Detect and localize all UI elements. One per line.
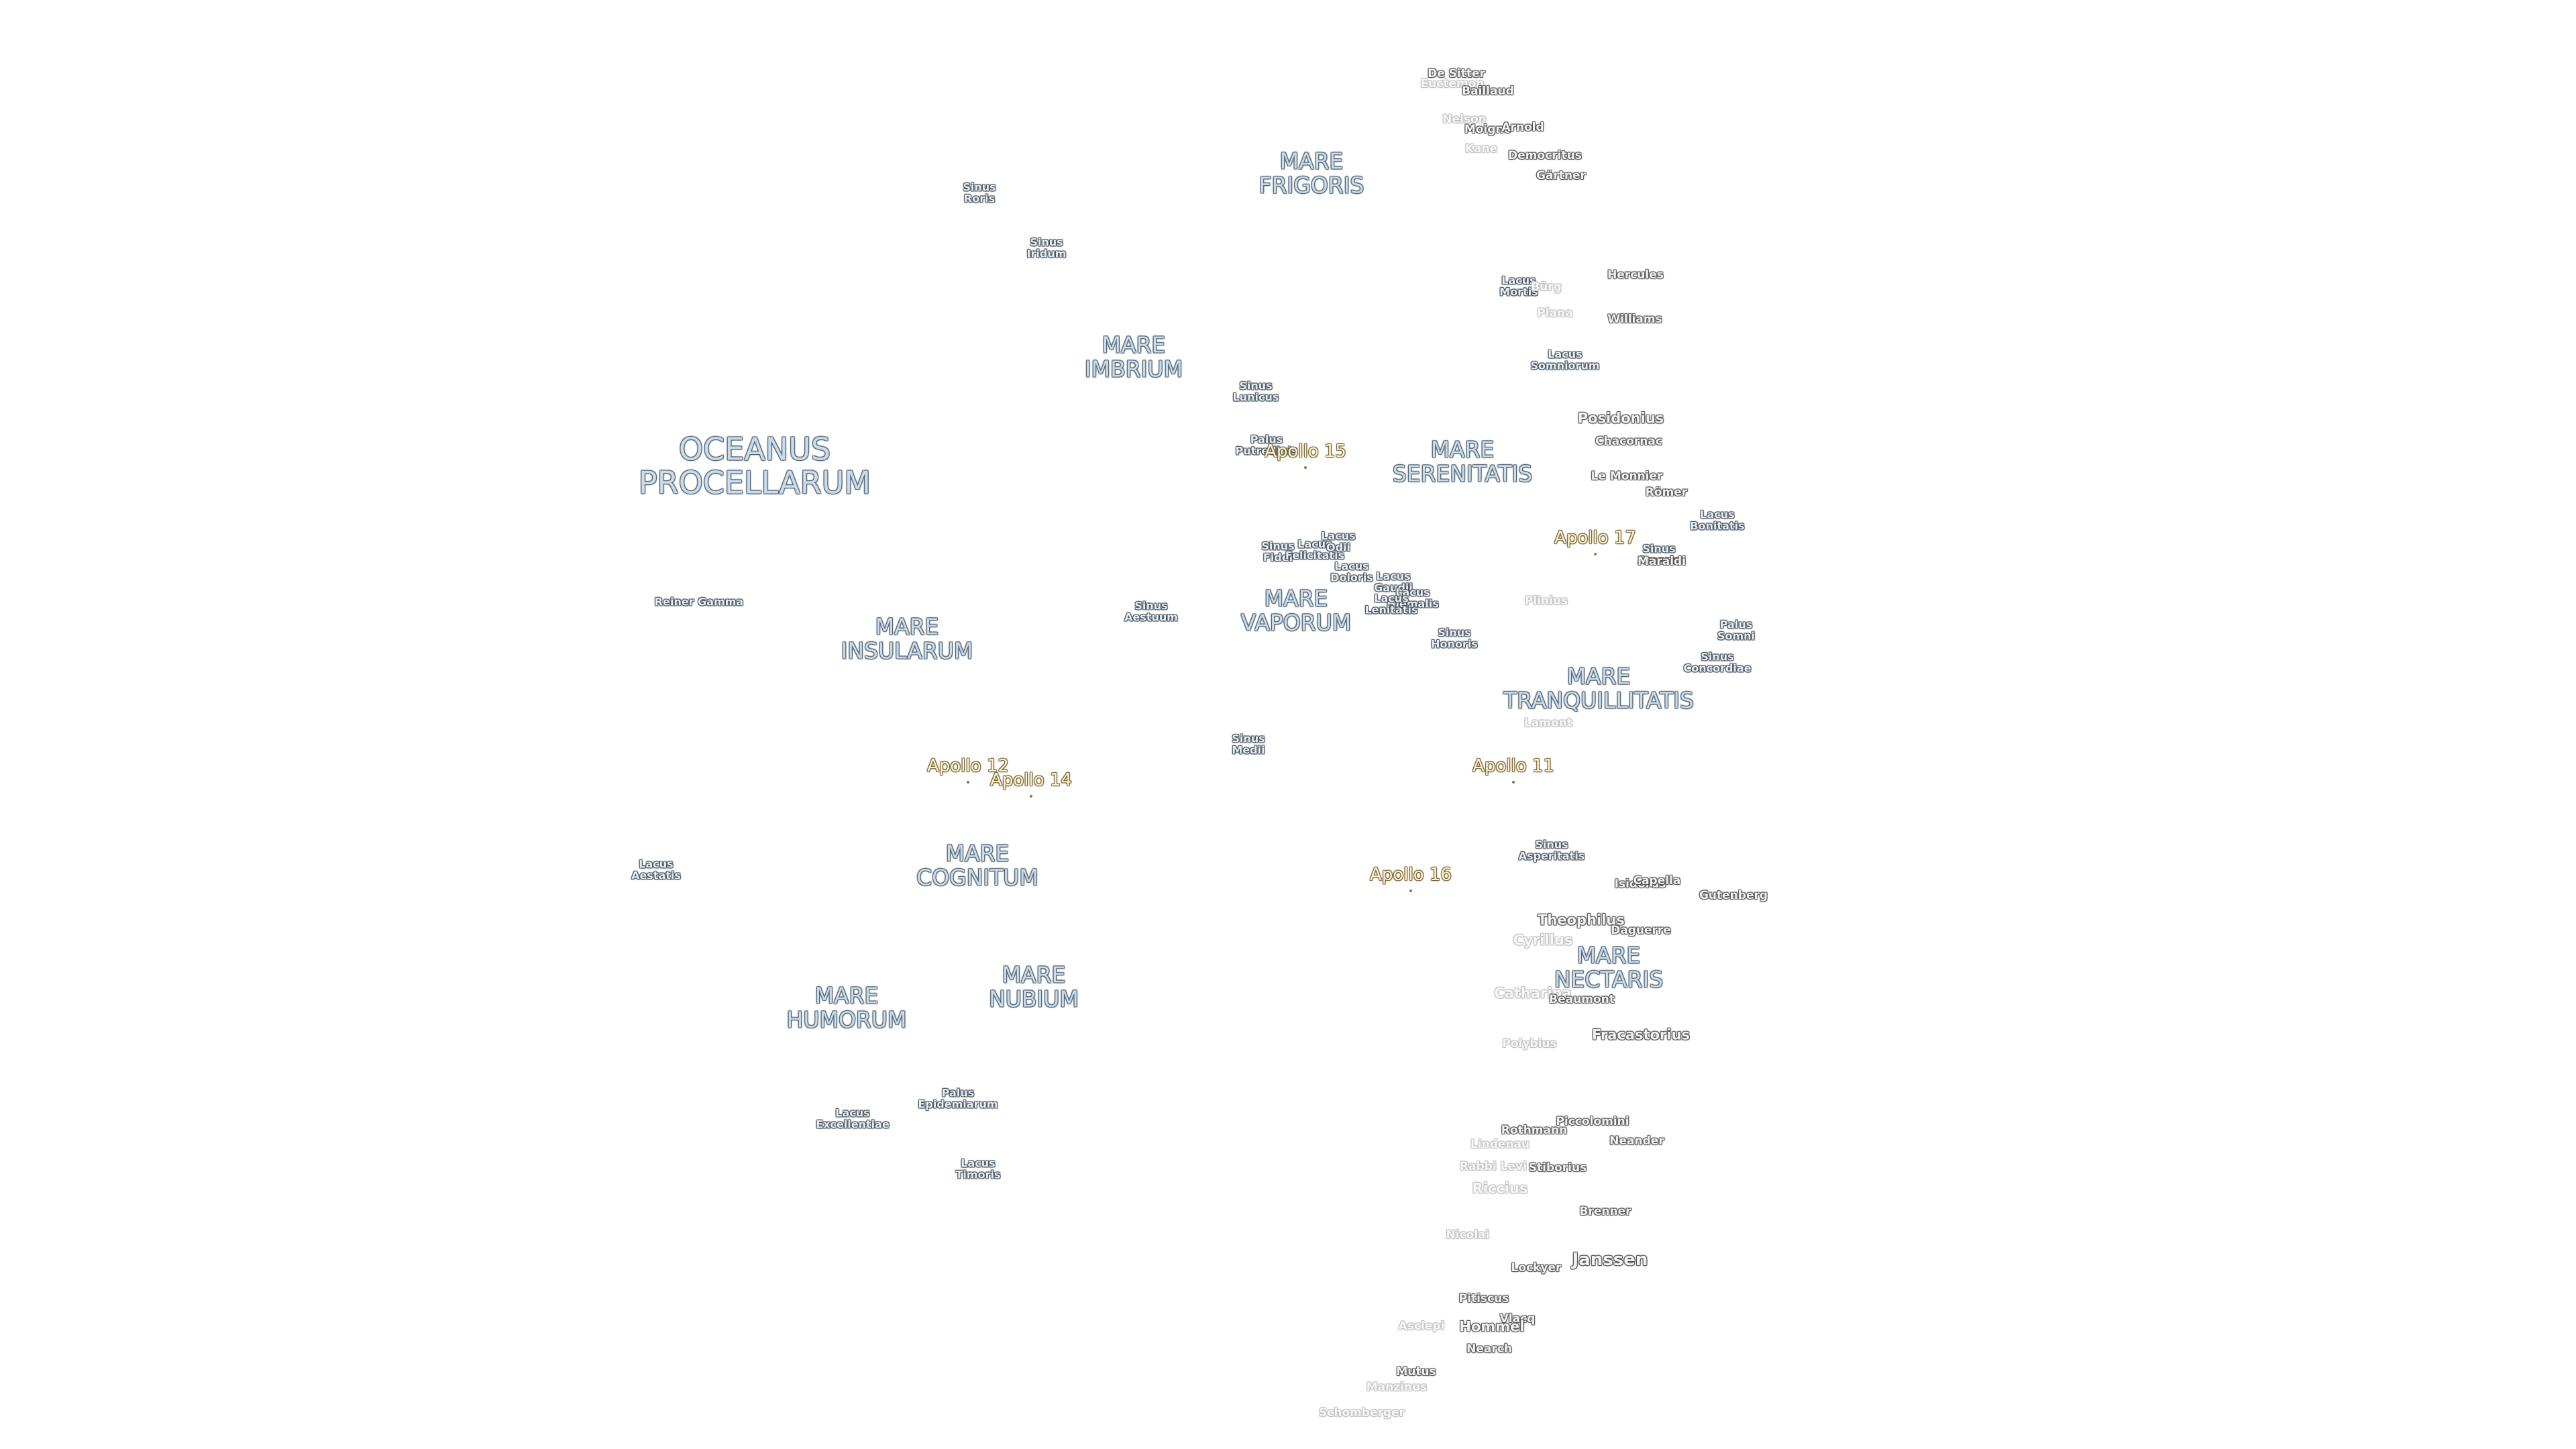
vlacq-label: Vlacq xyxy=(1499,1311,1536,1326)
fracastorius-label: Fracastorius xyxy=(1591,1026,1690,1043)
burg-label: Bürg xyxy=(1531,280,1562,294)
pitiscus-label: Pitiscus xyxy=(1458,1291,1509,1305)
chacornac-label: Chacornac xyxy=(1595,434,1662,448)
moigno-label: Moigno xyxy=(1464,122,1512,136)
apollo-14-label[interactable]: Apollo 14 xyxy=(990,769,1072,798)
nearch-label: Nearch xyxy=(1466,1342,1512,1356)
janssen-label: Janssen xyxy=(1572,1249,1648,1270)
kane-label: Kane xyxy=(1464,142,1498,156)
schomberger-label: Schomberger xyxy=(1319,1405,1405,1419)
isidorus-label: Isidorus xyxy=(1614,877,1666,891)
rabbi-levi-label: Rabbi Levi xyxy=(1460,1159,1527,1173)
nelson-label: Nelson xyxy=(1442,112,1487,126)
theophilus-label: Theophilus xyxy=(1538,912,1625,928)
reiner-gamma-label: Reiner Gamma xyxy=(654,595,744,608)
de-sitter-label: De Sitter xyxy=(1428,66,1485,80)
neander-label: Neander xyxy=(1609,1134,1664,1148)
aescapi-label: Asclepi xyxy=(1398,1319,1445,1333)
riccius-label: Riccius xyxy=(1472,1180,1528,1197)
piccolomini-label: Piccolomini xyxy=(1556,1114,1629,1128)
le-monnier-label: Le Monnier xyxy=(1591,469,1663,483)
rothmann-label: Rothmann xyxy=(1501,1123,1568,1137)
baillaud-label: Baillaud xyxy=(1462,84,1514,98)
apollo-15-label[interactable]: Apollo 15 xyxy=(1265,441,1346,470)
apollo-16-label[interactable]: Apollo 16 xyxy=(1370,864,1452,893)
romer-label: Römer xyxy=(1645,485,1688,499)
brenner-label: Brenner xyxy=(1579,1204,1631,1218)
gutenberg-label: Gutenberg xyxy=(1699,888,1768,902)
manzinus-label: Manzinus xyxy=(1366,1380,1428,1394)
apollo-11-label[interactable]: Apollo 11 xyxy=(1472,755,1554,784)
polybius-label: Polybius xyxy=(1502,1036,1557,1051)
hommel-label: Hommel xyxy=(1459,1318,1525,1335)
mutus-label: Mutus xyxy=(1396,1364,1436,1379)
plinius-label: Plinius xyxy=(1524,594,1568,608)
apollo-17-label[interactable]: Apollo 17 xyxy=(1554,527,1636,556)
hercules-label: Hercules xyxy=(1607,268,1664,282)
arnold-label: Arnold xyxy=(1501,120,1544,134)
cyrillus-label: Cyrillus xyxy=(1513,932,1573,949)
daguerre-label: Daguerre xyxy=(1611,923,1671,937)
catharina-label: Catharina xyxy=(1494,985,1572,1002)
williams-label: Williams xyxy=(1607,312,1662,326)
plana-label: Plana xyxy=(1537,306,1573,320)
posidonius-label: Posidonius xyxy=(1577,410,1664,427)
nicolai-label: Nicolai xyxy=(1446,1228,1490,1242)
stiborius-label: Stiborius xyxy=(1528,1161,1587,1175)
capella-label: Capella xyxy=(1633,873,1681,888)
lamont-label: Lamont xyxy=(1524,716,1572,730)
lindenau-label: Lindenau xyxy=(1470,1137,1530,1151)
beaumont-label: Beaumont xyxy=(1549,992,1615,1006)
euctemon-label: Euctemon xyxy=(1420,76,1485,91)
apollo-12-label[interactable]: Apollo 12 xyxy=(927,755,1009,784)
gartner-label: Gärtner xyxy=(1536,168,1586,182)
maraldi-label: Maraldi xyxy=(1637,554,1686,568)
lockyer-label: Lockyer xyxy=(1511,1260,1562,1275)
democritus-label: Democritus xyxy=(1508,148,1582,162)
